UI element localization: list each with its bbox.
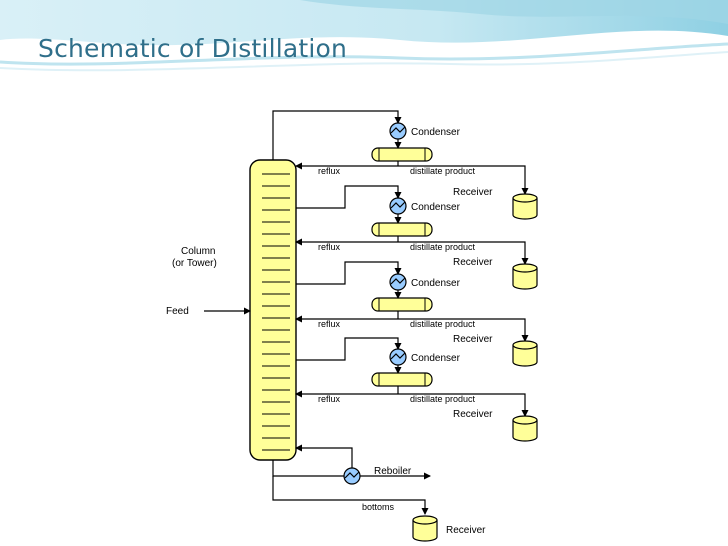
vapor-line xyxy=(296,337,402,361)
bottoms-line xyxy=(272,476,429,515)
receiver-label: Receiver xyxy=(453,334,493,345)
distillate-line xyxy=(520,318,529,342)
bottom-receiver-icon xyxy=(412,520,438,542)
header-wave-line-2 xyxy=(0,51,728,72)
column-label: Column xyxy=(181,246,215,257)
receiver-icon-top xyxy=(512,415,538,425)
condenser-icon-coil xyxy=(390,352,406,360)
distillate-label: distillate product xyxy=(410,242,476,252)
column-body xyxy=(249,159,297,461)
receiver-icon-top xyxy=(512,193,538,203)
reboiler-label: Reboiler xyxy=(374,466,412,477)
condenser-label: Condenser xyxy=(411,278,461,289)
reflux-label: reflux xyxy=(318,242,341,252)
receiver-label: Receiver xyxy=(453,187,493,198)
receiver-icon-top xyxy=(512,263,538,273)
condenser-label: Condenser xyxy=(411,127,461,138)
distillate-line xyxy=(520,241,529,265)
column-label-sub: (or Tower) xyxy=(172,258,217,269)
distillate-line xyxy=(520,393,529,417)
receiver-icon xyxy=(512,268,538,290)
slide-title: Schematic of Distillation xyxy=(38,34,348,63)
receiver-icon xyxy=(512,420,538,442)
reflux-label: reflux xyxy=(318,394,341,404)
reboiler-return-line xyxy=(295,444,353,468)
header-wave-line xyxy=(0,42,728,66)
feed-label: Feed xyxy=(166,306,189,317)
bottom-receiver-icon-top xyxy=(412,515,438,525)
reflux-label: reflux xyxy=(318,319,341,329)
header-wave-dark xyxy=(300,0,728,24)
reflux-drum xyxy=(371,297,433,312)
reboiler-feed-line xyxy=(272,460,345,477)
receiver-label: Receiver xyxy=(453,257,493,268)
reflux-label: reflux xyxy=(318,166,341,176)
condenser-icon-coil xyxy=(390,126,406,134)
distillate-label: distillate product xyxy=(410,319,476,329)
reflux-drum xyxy=(371,372,433,387)
distillate-label: distillate product xyxy=(410,166,476,176)
distillate-line xyxy=(520,165,529,195)
receiver-icon xyxy=(512,345,538,367)
condenser-icon-coil xyxy=(390,201,406,209)
bottoms-label: bottoms xyxy=(362,502,395,512)
distillate-label: distillate product xyxy=(410,394,476,404)
reflux-drum xyxy=(371,222,433,237)
receiver-label: Receiver xyxy=(453,409,493,420)
condenser-icon-coil xyxy=(390,277,406,285)
reflux-drum xyxy=(371,147,433,162)
vapor-line xyxy=(296,185,402,209)
bottom-receiver-label: Receiver xyxy=(446,525,486,536)
condenser-label: Condenser xyxy=(411,353,461,364)
reboiler-icon-coil xyxy=(344,471,360,479)
condenser-label: Condenser xyxy=(411,202,461,213)
vapor-line xyxy=(296,261,402,285)
receiver-icon-top xyxy=(512,340,538,350)
receiver-icon xyxy=(512,198,538,220)
vapor-line-top xyxy=(272,110,402,160)
